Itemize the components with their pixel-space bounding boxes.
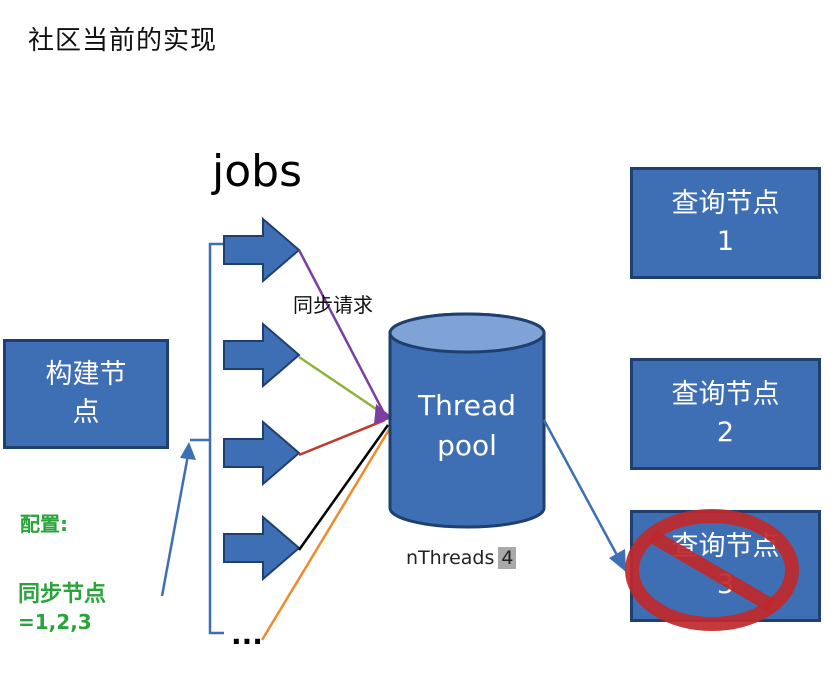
right-arrow-icon — [223, 216, 301, 284]
nthreads-label: nThreads — [406, 547, 495, 569]
nthreads-value: 4 — [498, 547, 517, 569]
request-line-purple — [297, 249, 387, 416]
right-arrow-icon — [223, 514, 301, 582]
sync-nodes-label: 同步节点 — [18, 582, 107, 607]
request-line-black — [297, 424, 390, 551]
dispatch-line — [542, 419, 620, 558]
build-node-label-line2: 点 — [72, 397, 100, 428]
query-node-1: 查询节点 1 — [630, 167, 821, 279]
arrowhead-icon — [374, 404, 393, 424]
prohibited-icon — [625, 509, 799, 631]
page-title: 社区当前的实现 — [28, 26, 218, 56]
sync-nodes-value: =1,2,3 — [18, 610, 92, 634]
build-node-label-line1: 构建节 — [45, 359, 127, 390]
jobs-bracket — [190, 242, 224, 635]
more-jobs-ellipsis: ... — [231, 618, 263, 651]
up-arrow-icon — [180, 442, 196, 460]
thread-pool-label-line2: pool — [437, 429, 497, 462]
build-node: 构建节 点 — [3, 339, 169, 449]
request-line-orange — [260, 427, 392, 641]
query-node-label: 查询节点 — [671, 379, 780, 410]
right-arrow-icon — [223, 321, 301, 389]
query-node-number: 2 — [716, 417, 735, 448]
thread-pool-top — [388, 312, 546, 354]
dispatch-arrowhead-icon — [609, 549, 626, 572]
thread-pool-label: Thread pool — [392, 386, 542, 466]
right-arrow-icon — [223, 419, 301, 487]
query-node-2: 查询节点 2 — [630, 358, 821, 470]
query-node-number: 1 — [716, 226, 735, 257]
sync-request-label: 同步请求 — [293, 293, 373, 317]
config-label: 配置: — [20, 512, 68, 536]
thread-pool-label-line1: Thread — [418, 389, 516, 422]
query-node-label: 查询节点 — [671, 188, 780, 219]
request-line-red — [298, 418, 386, 457]
jobs-label: jobs — [212, 146, 302, 197]
request-line-green — [298, 355, 386, 417]
config-pointer-line — [160, 454, 190, 597]
